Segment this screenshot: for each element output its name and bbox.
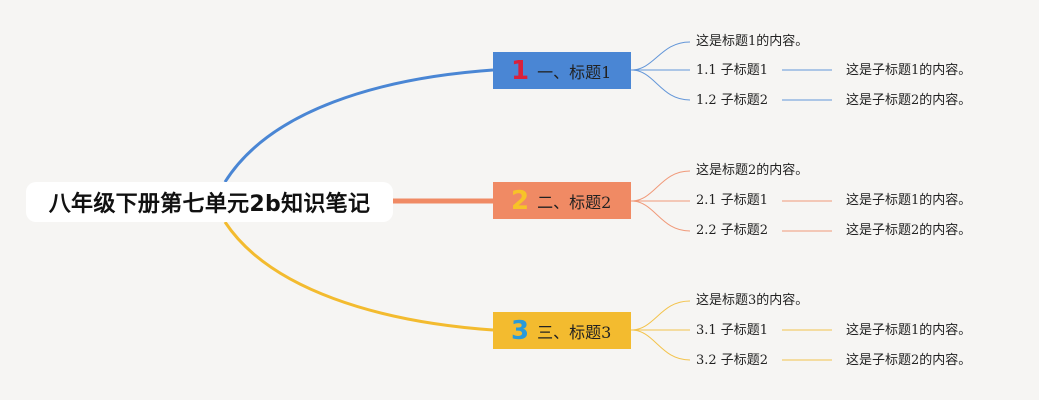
connector-topic-2-sub-2	[630, 200, 691, 232]
topic-node-1[interactable]: 1 一、标题1	[493, 52, 631, 89]
subtopic-1-1-label[interactable]: 1.1 子标题1	[696, 63, 769, 78]
topic-label-3: 三、标题3	[537, 322, 612, 342]
subtopic-2-1-content[interactable]: 这是子标题1的内容。	[846, 193, 972, 208]
root-node[interactable]: 八年级下册第七单元2b知识笔记	[26, 182, 393, 222]
topic-3-content[interactable]: 这是标题3的内容。	[696, 293, 809, 308]
topic-label-2: 二、标题2	[537, 192, 612, 212]
connector-topic-3-content	[630, 300, 691, 331]
subtopic-2-2-content[interactable]: 这是子标题2的内容。	[846, 223, 972, 238]
topic-node-2[interactable]: 2 二、标题2	[493, 182, 631, 219]
connector-root-topic-3	[223, 221, 494, 332]
topic-label-1: 一、标题1	[537, 62, 612, 82]
topic-number-2: 2	[511, 185, 530, 216]
topic-number-3: 3	[511, 315, 530, 346]
connector-root-topic-1	[223, 68, 494, 183]
subtopic-1-2-content[interactable]: 这是子标题2的内容。	[846, 93, 972, 108]
subtopic-1-1-content[interactable]: 这是子标题1的内容。	[846, 63, 972, 78]
connector-topic-3-sub-2	[630, 329, 691, 361]
subtopic-3-1-label[interactable]: 3.1 子标题1	[696, 323, 769, 338]
subtopic-3-2-label[interactable]: 3.2 子标题2	[696, 353, 769, 368]
connector-topic-1-sub-2	[630, 69, 691, 101]
subtopic-2-1-label[interactable]: 2.1 子标题1	[696, 193, 769, 208]
subtopic-1-2-label[interactable]: 1.2 子标题2	[696, 93, 769, 108]
topic-2-content[interactable]: 这是标题2的内容。	[696, 163, 809, 178]
connector-topic-2-content	[630, 170, 691, 202]
connector-topic-1-content	[630, 41, 691, 71]
root-title: 八年级下册第七单元2b知识笔记	[48, 192, 371, 217]
subtopic-3-2-content[interactable]: 这是子标题2的内容。	[846, 353, 972, 368]
topic-number-1: 1	[511, 55, 530, 86]
subtopic-2-2-label[interactable]: 2.2 子标题2	[696, 223, 769, 238]
topic-1-content[interactable]: 这是标题1的内容。	[696, 34, 809, 49]
subtopic-3-1-content[interactable]: 这是子标题1的内容。	[846, 323, 972, 338]
topic-node-3[interactable]: 3 三、标题3	[493, 312, 631, 349]
